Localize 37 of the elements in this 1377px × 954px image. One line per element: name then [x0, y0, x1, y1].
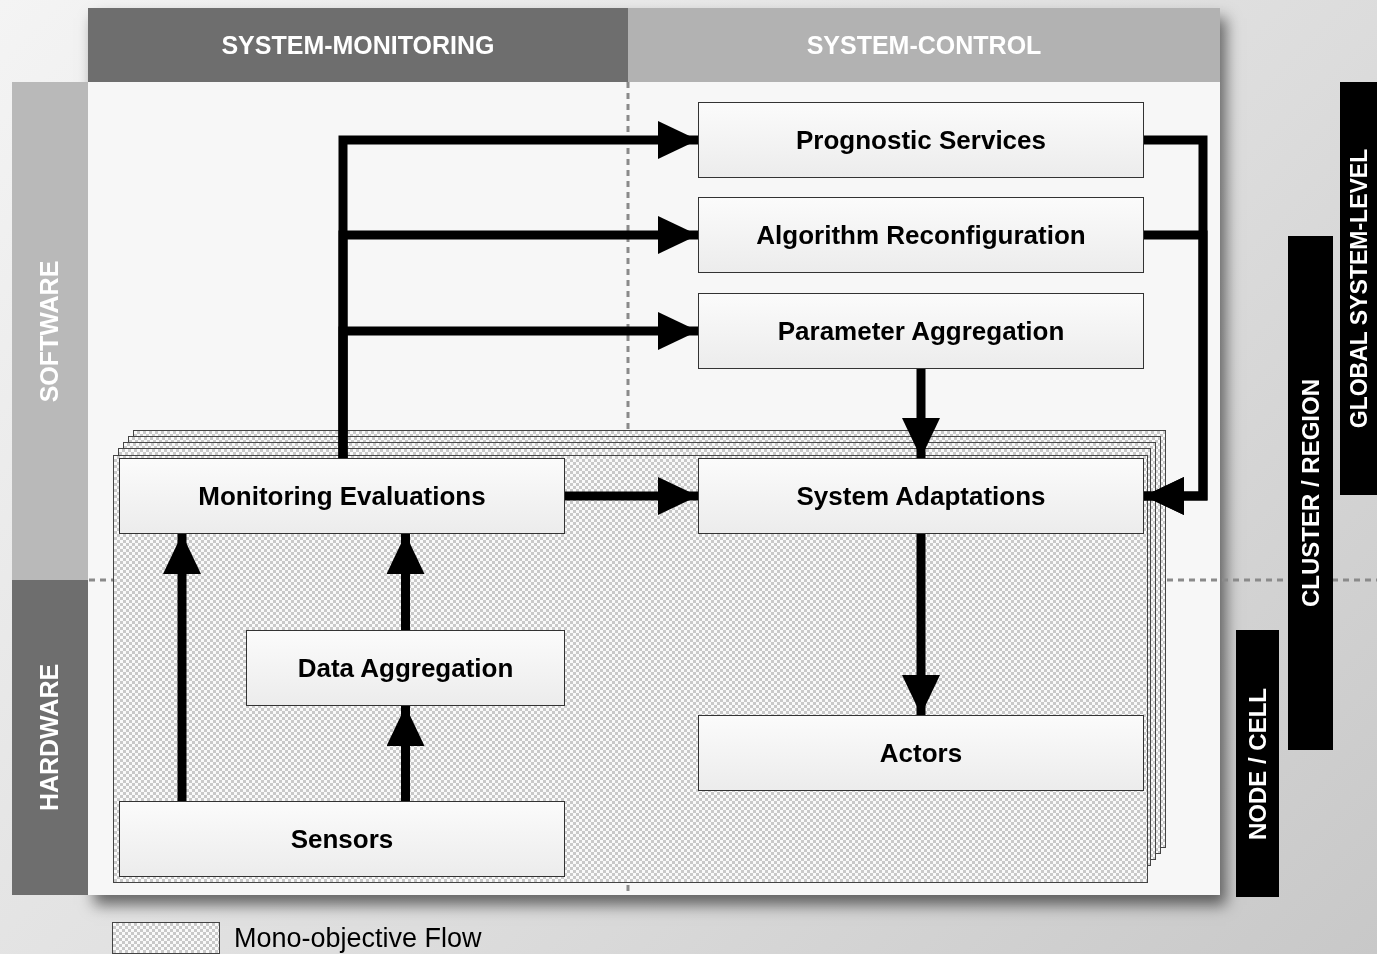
level-bar	[1340, 82, 1377, 495]
box-label: Sensors	[290, 823, 394, 855]
box-label: Monitoring Evaluations	[198, 480, 486, 512]
process-box	[246, 630, 565, 706]
header-label: NODE / CELL	[1243, 687, 1272, 840]
row-header	[12, 580, 88, 895]
header-label: SYSTEM-CONTROL	[806, 30, 1042, 60]
box-label: Data Aggregation	[297, 652, 514, 684]
row-header	[12, 82, 88, 580]
arrow	[386, 706, 425, 801]
process-box	[698, 197, 1144, 273]
arrow	[565, 477, 698, 515]
process-box	[698, 458, 1144, 534]
header-label: SYSTEM-MONITORING	[221, 30, 495, 60]
process-box	[698, 293, 1144, 369]
legend-label: Mono-objective Flow	[234, 922, 482, 954]
process-box	[119, 801, 565, 877]
arrow	[386, 534, 425, 630]
column-header	[88, 8, 628, 82]
box-label: System Adaptations	[796, 480, 1046, 512]
header-label: SOFTWARE	[35, 260, 65, 402]
arrow	[1144, 230, 1208, 515]
column-header	[628, 8, 1220, 82]
box-label: Actors	[879, 737, 963, 769]
box-label: Prognostic Services	[796, 124, 1046, 156]
process-box	[698, 102, 1144, 178]
process-box	[698, 715, 1144, 791]
box-label: Algorithm Reconfiguration	[756, 219, 1086, 251]
arrow	[902, 534, 940, 715]
level-bar	[1236, 630, 1279, 897]
header-label: GLOBAL SYSTEM-LEVEL	[1346, 148, 1374, 429]
header-label: HARDWARE	[35, 663, 65, 812]
process-box	[119, 458, 565, 534]
header-label: CLUSTER / REGION	[1296, 379, 1325, 607]
level-bar	[1288, 236, 1333, 750]
box-label: Parameter Aggregation	[777, 315, 1065, 347]
arrow	[163, 534, 201, 801]
